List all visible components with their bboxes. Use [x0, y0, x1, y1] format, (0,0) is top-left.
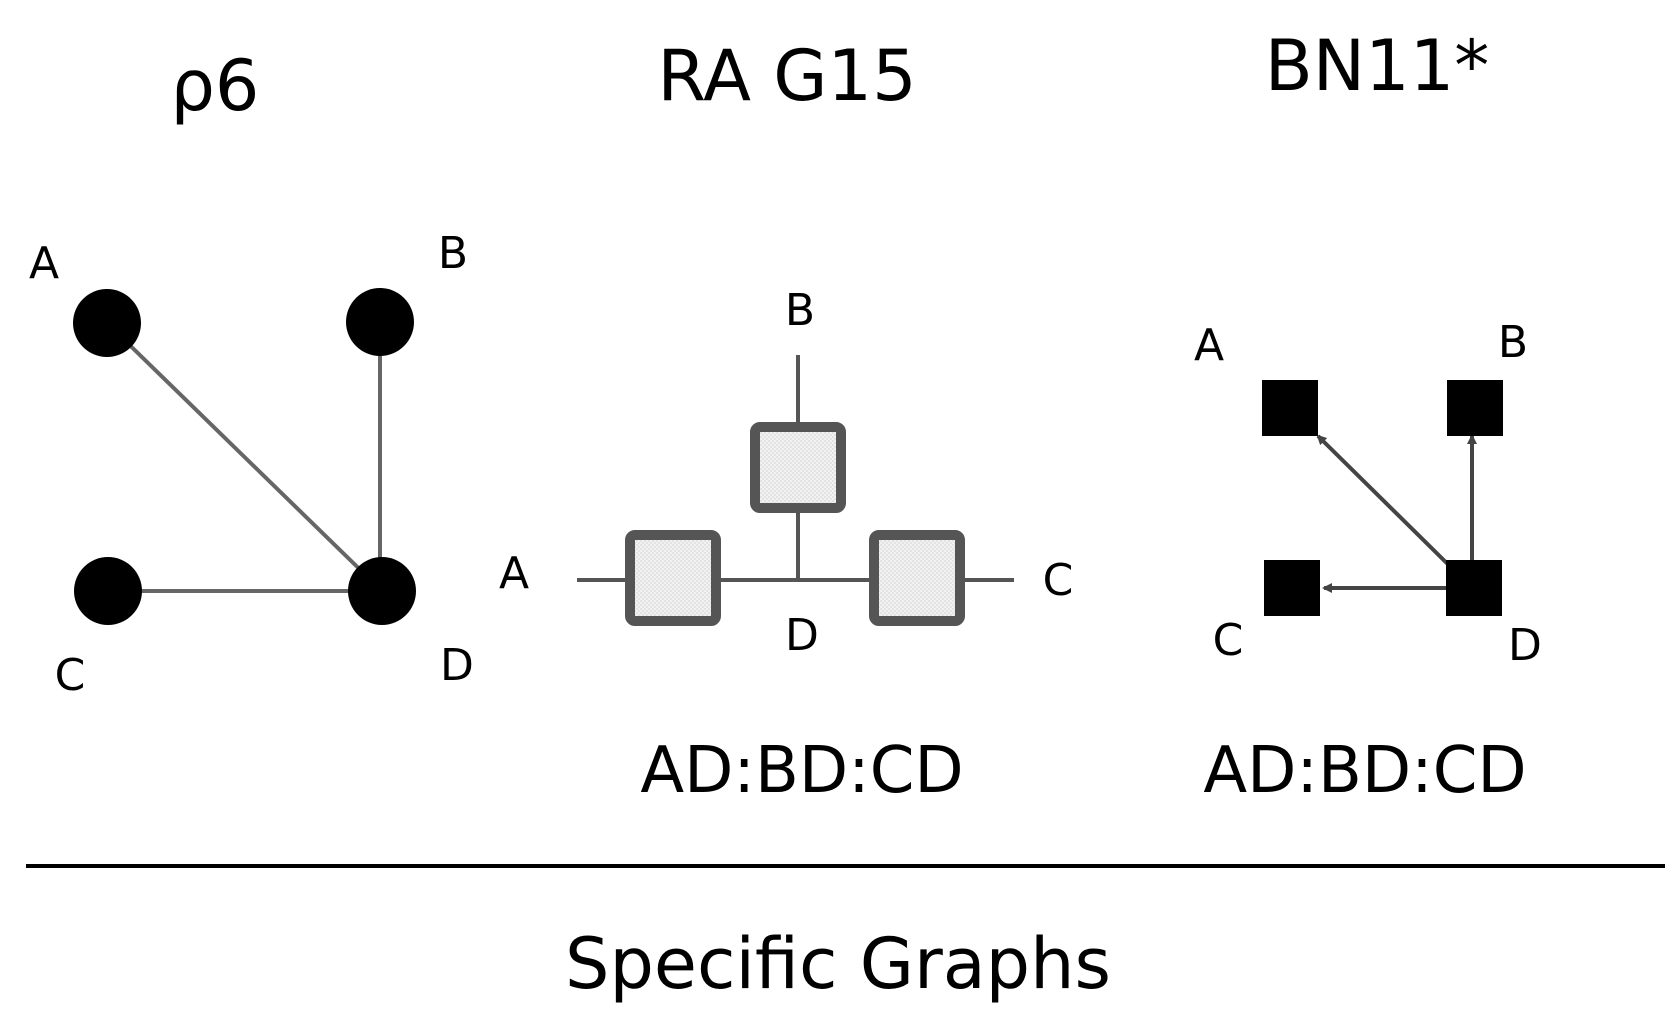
node-c — [74, 557, 142, 625]
node-label-b: B — [438, 228, 468, 279]
node-label-a: A — [1194, 320, 1224, 371]
panel-rho6: ρ6 A B C D — [29, 45, 474, 701]
node-label-d: D — [1508, 620, 1542, 671]
edge-a-d — [105, 321, 384, 593]
model-formula: AD:BD:CD — [1203, 734, 1526, 808]
footer-title: Specific Graphs — [565, 923, 1111, 1005]
node-label-a: A — [499, 548, 529, 599]
node-label-c: C — [1213, 615, 1244, 666]
panel-title: ρ6 — [171, 45, 260, 127]
factor-right — [869, 530, 965, 626]
node-d — [348, 557, 416, 625]
panel-ra-g15: RA G15 A B C D AD:BD:CD — [499, 35, 1073, 808]
node-b — [1447, 380, 1503, 436]
factor-top — [750, 422, 846, 513]
node-a — [1262, 380, 1318, 436]
node-label-b: B — [785, 285, 815, 336]
factor-left — [625, 530, 721, 626]
model-formula: AD:BD:CD — [640, 734, 963, 808]
node-label-c: C — [1043, 555, 1074, 606]
node-a — [73, 289, 141, 357]
node-c — [1264, 560, 1320, 616]
node-label-d: D — [785, 610, 819, 661]
panel-title: BN11* — [1265, 25, 1489, 107]
panel-title: RA G15 — [657, 35, 916, 117]
panel-bn11: BN11* A B C D AD:BD:CD — [1194, 25, 1542, 808]
node-label-c: C — [55, 650, 86, 701]
node-label-b: B — [1498, 317, 1528, 368]
node-b — [346, 288, 414, 356]
node-label-d: D — [440, 640, 474, 691]
node-label-a: A — [29, 238, 59, 289]
node-d — [1446, 560, 1502, 616]
